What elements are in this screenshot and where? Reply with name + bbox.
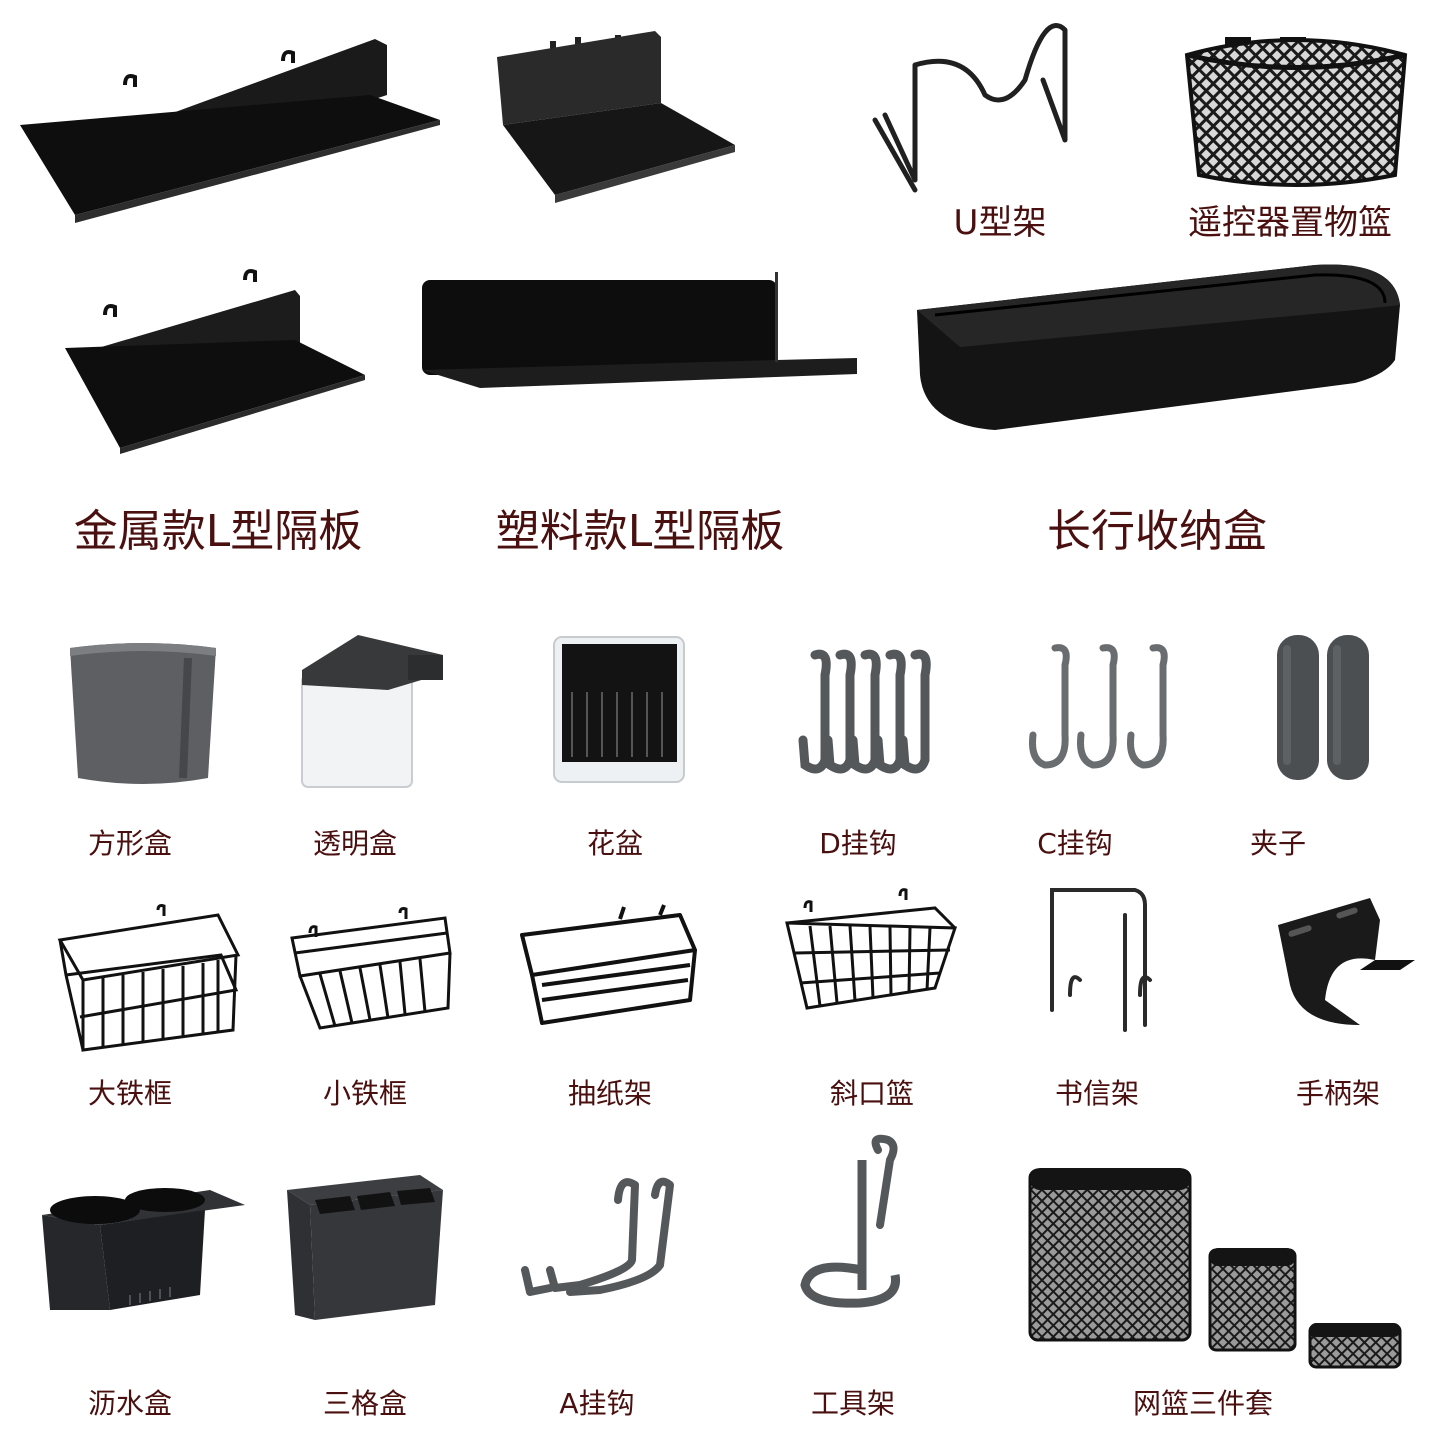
square-box-image (68, 638, 218, 788)
small-plastic-shelf-image (495, 25, 740, 205)
slant-basket-image (785, 888, 960, 1018)
d-hook-label: D挂钩 (819, 827, 897, 860)
tool-rack-label: 工具架 (810, 1387, 896, 1420)
d-hook-image (795, 645, 935, 780)
three-grid-box-label: 三格盒 (322, 1387, 408, 1420)
long-storage-box-image (915, 255, 1405, 435)
small-iron-frame-image (290, 907, 455, 1033)
plastic-l-shelf-label: 塑料款L型隔板 (495, 506, 785, 557)
flower-pot-image (552, 632, 687, 784)
book-rack-image (1040, 885, 1160, 1035)
c-hook-label: C挂钩 (1037, 827, 1113, 860)
c-hook-image (1025, 640, 1175, 775)
tool-rack-image (800, 1134, 910, 1310)
tissue-rack-label: 抽纸架 (567, 1077, 653, 1110)
square-box-label: 方形盒 (87, 827, 173, 860)
drain-box-label: 沥水盒 (87, 1387, 173, 1420)
handle-rack-image (1270, 890, 1420, 1030)
remote-basket-image (1184, 25, 1410, 195)
small-iron-frame-label: 小铁框 (322, 1077, 408, 1110)
mesh-basket-set-image (1025, 1160, 1405, 1370)
drain-box-image (40, 1170, 250, 1315)
metal-l-shelf-small-image (60, 269, 370, 455)
metal-l-shelf-label: 金属款L型隔板 (73, 506, 363, 557)
clear-box-label: 透明盒 (312, 827, 398, 860)
mesh-basket-set-label: 网篮三件套 (1132, 1387, 1274, 1420)
metal-l-shelf-large-image (15, 25, 445, 225)
big-iron-frame-image (57, 904, 243, 1055)
a-hook-image (520, 1170, 674, 1300)
flower-pot-label: 花盆 (586, 827, 644, 860)
book-rack-label: 书信架 (1054, 1077, 1140, 1110)
handle-rack-label: 手柄架 (1295, 1077, 1381, 1110)
a-hook-label: A挂钩 (559, 1387, 635, 1420)
tissue-rack-image (520, 904, 700, 1030)
slant-basket-label: 斜口篮 (829, 1077, 915, 1110)
long-storage-box-label: 长行收纳盒 (1047, 506, 1267, 557)
big-iron-frame-label: 大铁框 (87, 1077, 173, 1110)
remote-basket-label: 遥控器置物篮 (1188, 203, 1392, 243)
u-rack-image (865, 10, 1085, 200)
clip-image (1275, 630, 1375, 782)
clear-box-image (298, 630, 448, 790)
plastic-l-shelf-image (420, 270, 860, 395)
u-rack-label: U型架 (953, 203, 1047, 243)
three-grid-box-image (285, 1170, 445, 1325)
clip-label: 夹子 (1249, 827, 1307, 860)
